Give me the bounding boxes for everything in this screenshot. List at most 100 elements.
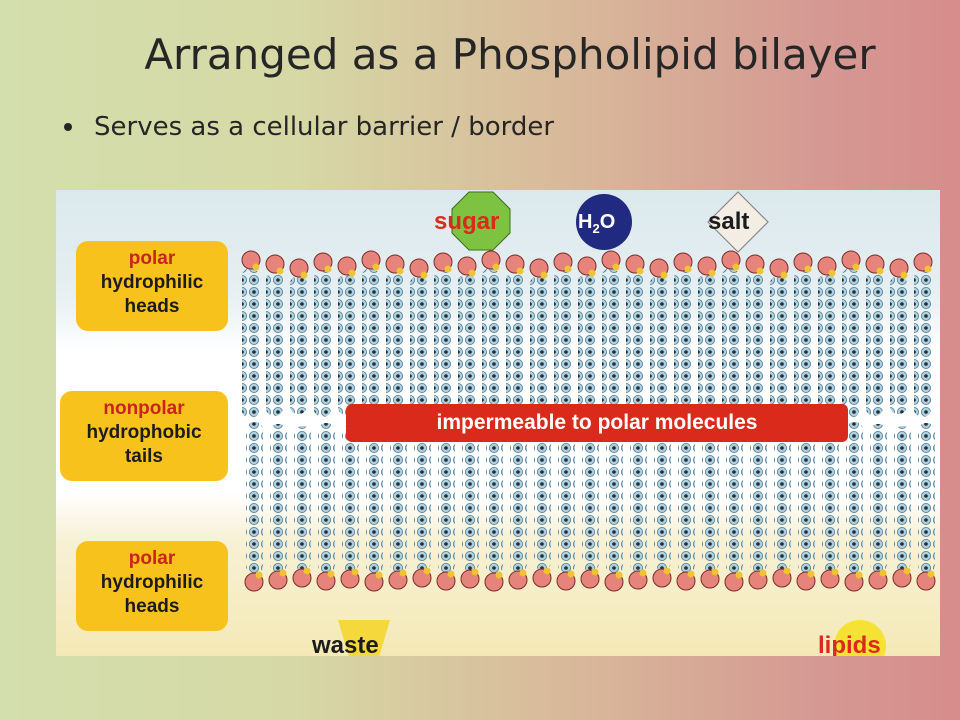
lipid-tail-upper bbox=[290, 276, 307, 414]
lipid-tail-lower bbox=[774, 426, 791, 570]
lipid-phosphate-dot bbox=[279, 569, 287, 577]
lipid-tail-upper bbox=[818, 274, 835, 415]
lipid-tail-lower bbox=[294, 426, 311, 570]
lipid-tail-lower bbox=[846, 422, 863, 574]
lipid-phosphate-dot bbox=[543, 567, 551, 575]
sugar-octagon-icon bbox=[451, 191, 511, 251]
bullet-text: Serves as a cellular barrier / border bbox=[94, 112, 555, 142]
lipid-tail-lower bbox=[654, 426, 671, 570]
lipid-tail-upper bbox=[794, 270, 811, 417]
lipid-phosphate-dot bbox=[759, 569, 767, 577]
top-heads-label: polar hydrophilic heads bbox=[76, 241, 228, 331]
lipid-tail-upper bbox=[410, 276, 427, 414]
lipid-phosphate-dot bbox=[540, 271, 548, 279]
lipid-tail-lower bbox=[534, 426, 551, 570]
water-molecule-icon bbox=[576, 194, 632, 250]
lipid-phosphate-dot bbox=[252, 263, 260, 271]
lipid-phosphate-dot bbox=[588, 269, 596, 277]
lipid-tail-lower bbox=[606, 422, 623, 574]
lipid-phosphate-dot bbox=[324, 265, 332, 273]
lipid-phosphate-dot bbox=[348, 269, 356, 277]
lipid-tail-lower bbox=[342, 425, 359, 571]
lipid-tail-lower bbox=[822, 425, 839, 571]
lipid-tail-upper bbox=[674, 270, 691, 417]
lipid-tail-lower bbox=[678, 423, 695, 573]
lipid-tail-upper bbox=[914, 270, 931, 417]
lipid-phosphate-dot bbox=[852, 263, 860, 271]
lipid-tail-lower bbox=[438, 423, 455, 573]
lipid-tail-upper bbox=[458, 274, 475, 415]
lipid-phosphate-dot bbox=[735, 571, 743, 579]
bottom-heads-label: polar hydrophilic heads bbox=[76, 541, 228, 631]
lipid-tail-lower bbox=[726, 422, 743, 574]
lipid-phosphate-dot bbox=[399, 569, 407, 577]
bilayer-figure: polar hydrophilic heads nonpolar hydroph… bbox=[56, 190, 940, 656]
lipid-phosphate-dot bbox=[351, 568, 359, 576]
lipid-tail-lower bbox=[894, 426, 911, 570]
bottom-heads-label-heads: heads bbox=[124, 596, 180, 617]
lipid-tail-upper bbox=[602, 268, 619, 418]
lipid-tail-lower bbox=[630, 424, 647, 572]
impermeable-banner: impermeable to polar molecules bbox=[346, 404, 848, 442]
lipid-tail-upper bbox=[242, 268, 259, 418]
lipid-tail-lower bbox=[318, 423, 335, 573]
lipid-tail-upper bbox=[698, 274, 715, 415]
tails-label-nonpolar: nonpolar bbox=[103, 398, 185, 419]
lipid-phosphate-dot bbox=[663, 567, 671, 575]
lipid-phosphate-dot bbox=[303, 567, 311, 575]
lipid-tail-upper bbox=[338, 274, 355, 415]
sugar-label: sugar bbox=[434, 208, 500, 235]
lipid-phosphate-dot bbox=[783, 567, 791, 575]
lipid-tail-lower bbox=[918, 423, 935, 573]
lipid-phosphate-dot bbox=[300, 271, 308, 279]
lipid-phosphate-dot bbox=[519, 569, 527, 577]
water-label-o: O bbox=[599, 211, 616, 233]
top-heads-label-hydrophilic: hydrophilic bbox=[100, 272, 204, 293]
lipid-tail-upper bbox=[722, 268, 739, 418]
lipids-label: lipids bbox=[818, 632, 881, 656]
bullet-dot bbox=[64, 123, 72, 131]
lipid-phosphate-dot bbox=[444, 265, 452, 273]
lipid-phosphate-dot bbox=[327, 570, 335, 578]
tails-label-tails: tails bbox=[124, 446, 164, 467]
lipid-tail-upper bbox=[314, 270, 331, 417]
lipid-tail-upper bbox=[266, 272, 283, 416]
lipid-phosphate-dot bbox=[495, 571, 503, 579]
waste-trapezoid-icon bbox=[338, 620, 390, 656]
lipid-phosphate-dot bbox=[615, 571, 623, 579]
lipid-tail-upper bbox=[386, 272, 403, 416]
lipid-phosphate-dot bbox=[471, 568, 479, 576]
lipid-tail-lower bbox=[798, 423, 815, 573]
lipid-phosphate-dot bbox=[756, 267, 764, 275]
lipid-phosphate-dot bbox=[276, 267, 284, 275]
lipid-heads bbox=[241, 250, 936, 592]
lipid-phosphate-dot bbox=[855, 571, 863, 579]
lipid-phosphate-dot bbox=[660, 271, 668, 279]
lipid-tail-lower bbox=[390, 424, 407, 572]
slide-title: Arranged as a Phospholipid bilayer bbox=[144, 30, 876, 79]
lipid-tail-lower bbox=[366, 422, 383, 574]
water-label-subscript: 2 bbox=[592, 221, 600, 236]
lipid-tail-lower bbox=[246, 422, 263, 574]
waste-label: waste bbox=[312, 632, 379, 656]
lipid-phosphate-dot bbox=[639, 569, 647, 577]
lipid-phosphate-dot bbox=[447, 570, 455, 578]
lipid-phosphate-dot bbox=[900, 271, 908, 279]
lipid-tail-upper bbox=[770, 276, 787, 414]
lipid-phosphate-dot bbox=[831, 568, 839, 576]
bullet-item: Serves as a cellular barrier / border bbox=[64, 112, 554, 142]
lipid-tail-lower bbox=[414, 426, 431, 570]
lipid-phosphate-dot bbox=[927, 570, 935, 578]
lipid-phosphate-dot bbox=[492, 263, 500, 271]
lipid-phosphate-dot bbox=[903, 567, 911, 575]
lipid-tail-upper bbox=[578, 274, 595, 415]
lipid-tail-lower bbox=[270, 424, 287, 572]
lipid-phosphate-dot bbox=[468, 269, 476, 277]
lipid-tail-upper bbox=[482, 268, 499, 418]
lipid-phosphate-dot bbox=[420, 271, 428, 279]
lipid-tails bbox=[242, 268, 935, 574]
bottom-heads-label-hydrophilic: hydrophilic bbox=[100, 572, 204, 593]
lipid-tail-upper bbox=[866, 272, 883, 416]
lipid-phosphate-dot bbox=[684, 265, 692, 273]
lipid-phosphate-dot bbox=[804, 265, 812, 273]
